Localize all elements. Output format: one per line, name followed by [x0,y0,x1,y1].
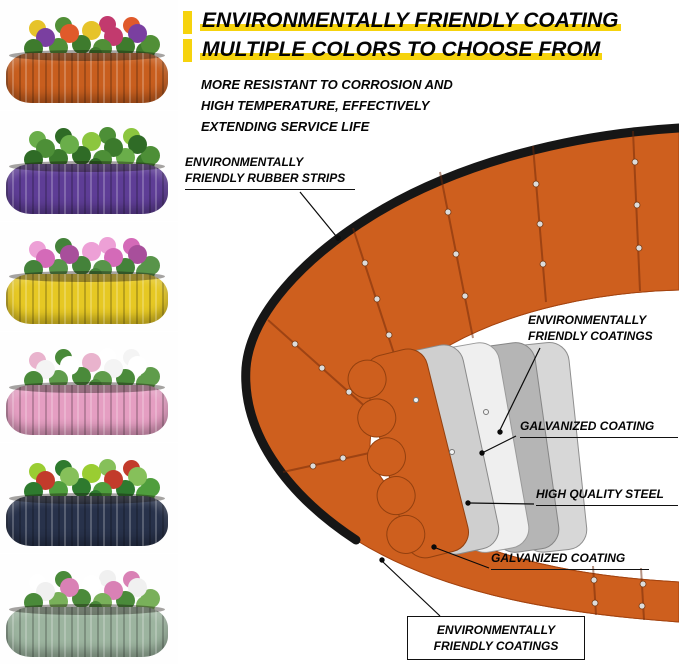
color-option-navy [0,443,178,555]
color-options-column [0,0,178,665]
subtitle-line-2: HIGH TEMPERATURE, EFFECTIVELY [201,98,430,113]
callout-friendly-coatings-bottom: ENVIRONMENTALLY FRIENDLY COATINGS [407,616,585,661]
title-line-1: ENVIRONMENTALLY FRIENDLY COATING [200,9,621,32]
color-option-yellow [0,221,178,333]
rivet [483,409,489,415]
rivet [449,449,455,455]
garden-bed-cutaway-illustration [241,123,679,623]
raised-bed-pink [6,382,168,436]
callout-rubber-strips: ENVIRONMENTALLY FRIENDLY RUBBER STRIPS [185,154,355,191]
page-title: ENVIRONMENTALLY FRIENDLY COATING MULTIPL… [200,6,675,64]
subtitle: MORE RESISTANT TO CORROSION AND HIGH TEM… [201,74,453,137]
accent-bar [183,11,192,34]
raised-bed-purple [6,160,168,214]
color-option-purple [0,110,178,222]
rubber-strip [241,123,679,545]
raised-bed-sage [6,603,168,657]
subtitle-line-3: EXTENDING SERVICE LIFE [201,119,370,134]
rivet [413,397,419,403]
color-option-orange [0,0,178,111]
raised-bed-orange [6,49,168,103]
callout-dots [335,235,503,563]
cutaway-layers [343,339,590,567]
color-option-pink [0,332,178,444]
callout-lines [299,191,541,617]
callout-friendly-coatings-top: ENVIRONMENTALLY FRIENDLY COATINGS [528,313,653,344]
callout-galvanized-coating-bottom: GALVANIZED COATING [491,550,649,571]
raised-bed-yellow [6,271,168,325]
accent-bar [183,39,192,62]
rivets [291,158,647,610]
raised-bed-navy [6,493,168,547]
subtitle-line-1: MORE RESISTANT TO CORROSION AND [201,77,453,92]
callout-high-quality-steel: HIGH QUALITY STEEL [536,486,678,507]
color-option-sage-green [0,554,178,665]
title-line-2: MULTIPLE COLORS TO CHOOSE FROM [200,38,603,61]
callout-galvanized-coating-top: GALVANIZED COATING [520,418,678,439]
